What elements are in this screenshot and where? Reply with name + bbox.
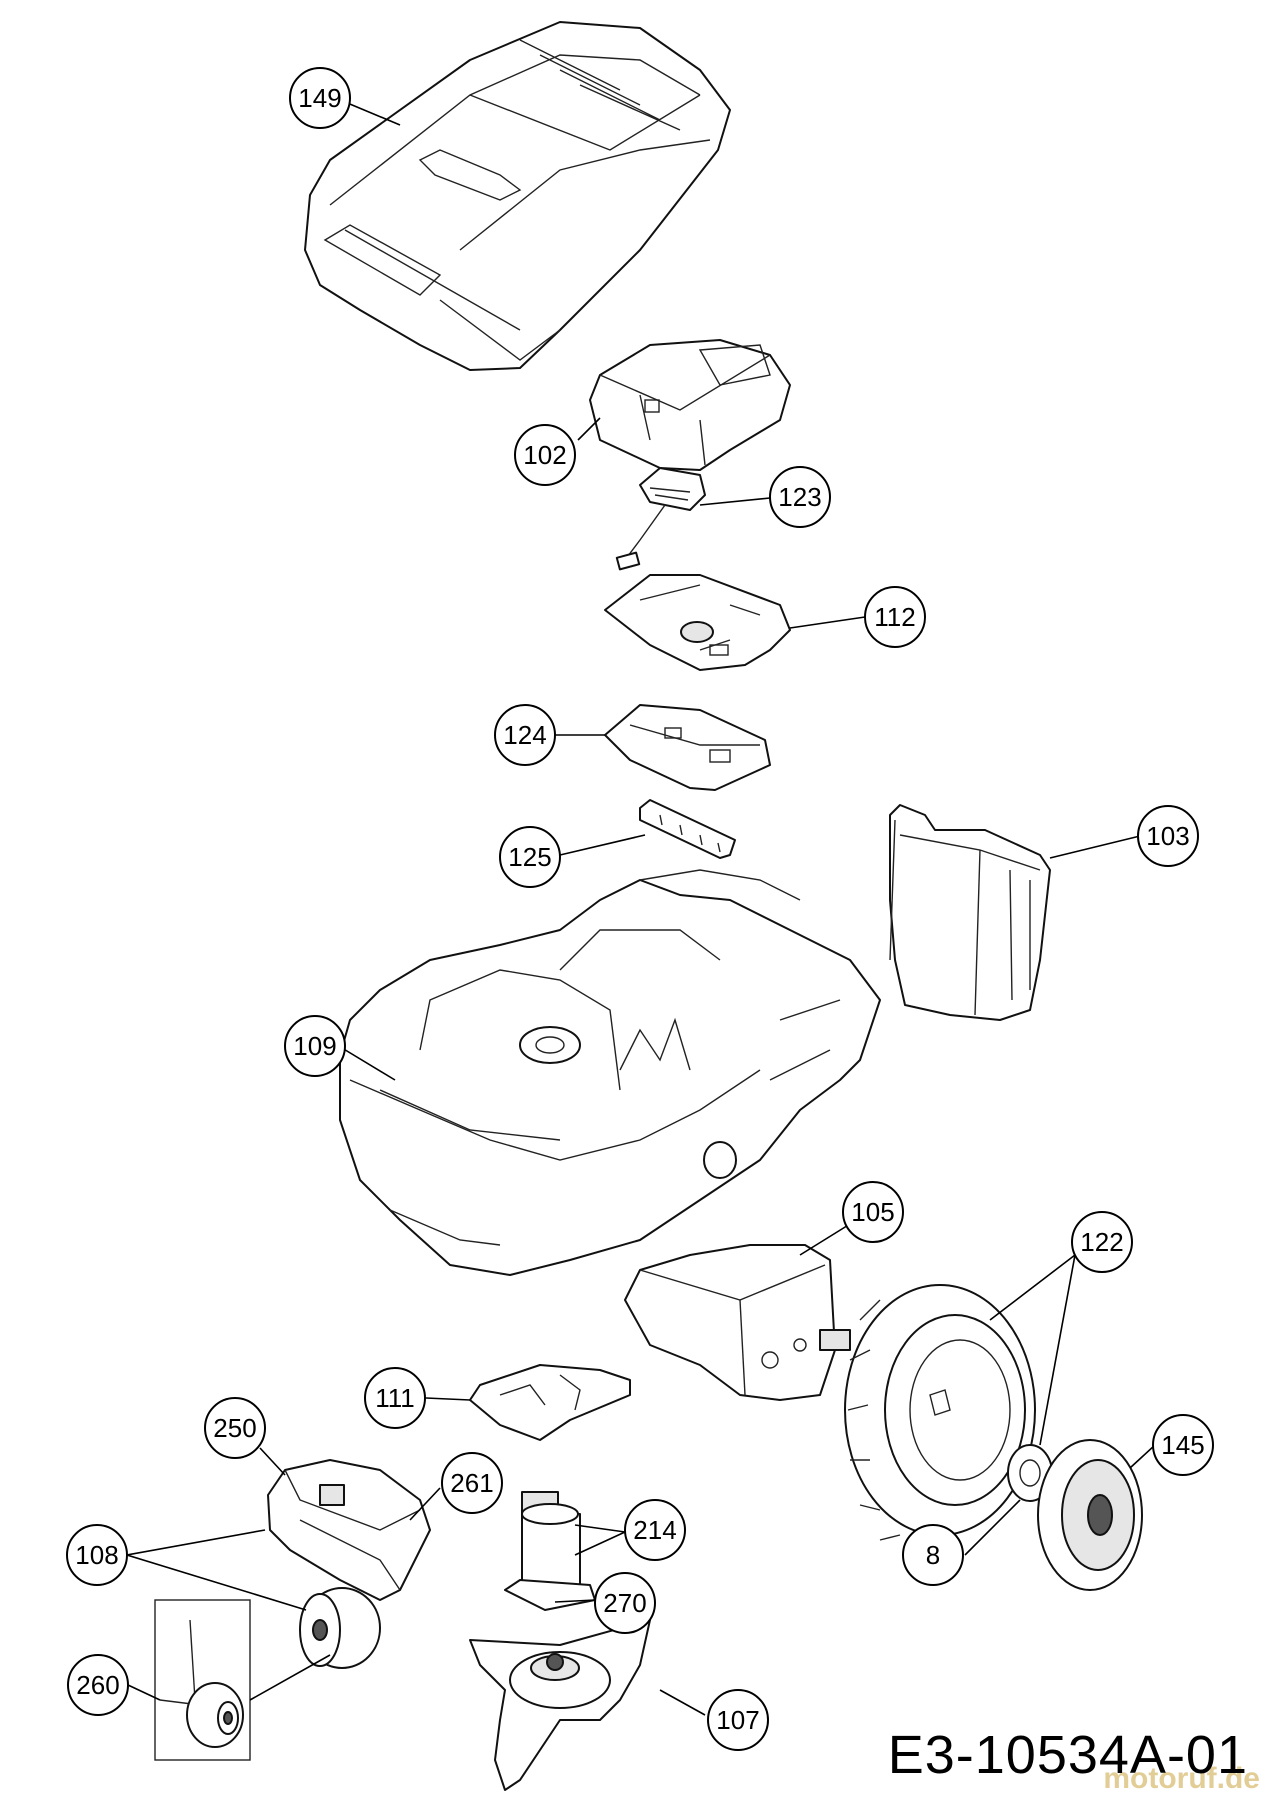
part-105-drive-motor [624,1244,851,1401]
svg-text:214: 214 [633,1515,676,1545]
svg-text:123: 123 [778,482,821,512]
svg-text:111: 111 [375,1383,415,1413]
svg-text:261: 261 [450,1468,493,1498]
callout-270: 270 [594,1572,656,1634]
callout-111: 111 [364,1367,426,1429]
svg-text:108: 108 [75,1540,118,1570]
callout-112: 112 [864,586,926,648]
part-102-display-housing [589,339,791,471]
callout-260: 260 [67,1654,129,1716]
part-103-battery-holder [889,804,1051,1021]
callout-123: 123 [769,466,831,528]
svg-text:260: 260 [76,1670,119,1700]
svg-text:102: 102 [523,440,566,470]
callout-122: 122 [1071,1211,1133,1273]
svg-text:107: 107 [716,1705,759,1735]
part-123-keypad-ribbon [615,467,706,571]
part-260-caster-assembly [154,1599,251,1761]
callout-109: 109 [284,1015,346,1077]
callout-261: 261 [441,1452,503,1514]
part-108-front-wheel [299,1587,381,1669]
callout-125: 125 [499,826,561,888]
svg-text:112: 112 [874,602,915,632]
svg-text:250: 250 [213,1413,256,1443]
svg-text:145: 145 [1161,1430,1204,1460]
part-107-blade-disc [469,1619,651,1791]
part-214-blade-motor [504,1491,596,1611]
callout-103: 103 [1137,805,1199,867]
callout-124: 124 [494,704,556,766]
svg-text:109: 109 [293,1031,336,1061]
part-112-circuit-board [604,574,791,671]
callout-102: 102 [514,424,576,486]
part-122-drive-wheel [844,1284,1036,1541]
part-124-board-bracket [604,704,771,791]
svg-text:125: 125 [508,842,551,872]
part-109-chassis [339,869,881,1276]
callout-108: 108 [66,1524,128,1586]
callout-250: 250 [204,1397,266,1459]
part-125-connector-strip [639,799,736,859]
svg-text:122: 122 [1080,1227,1123,1257]
svg-text:124: 124 [503,720,546,750]
callout-107: 107 [707,1689,769,1751]
svg-text:270: 270 [603,1588,646,1618]
part-250-caster-bracket [267,1459,431,1601]
callout-8: 8 [902,1524,964,1586]
drawing-code: E3-10534A-01 [887,1725,1248,1785]
callout-145: 145 [1152,1414,1214,1476]
part-149-top-cover [304,21,731,371]
svg-text:8: 8 [926,1540,940,1570]
svg-text:105: 105 [851,1197,894,1227]
part-111-motor-bracket [469,1364,631,1441]
leader-lines [126,101,1156,1716]
callout-214: 214 [624,1499,686,1561]
callout-149: 149 [289,67,351,129]
callout-105: 105 [842,1181,904,1243]
svg-text:149: 149 [298,83,341,113]
part-145-hub-cap [1037,1439,1143,1591]
svg-text:103: 103 [1146,821,1189,851]
watermark-logo: motoruf.de [1103,1762,1260,1795]
